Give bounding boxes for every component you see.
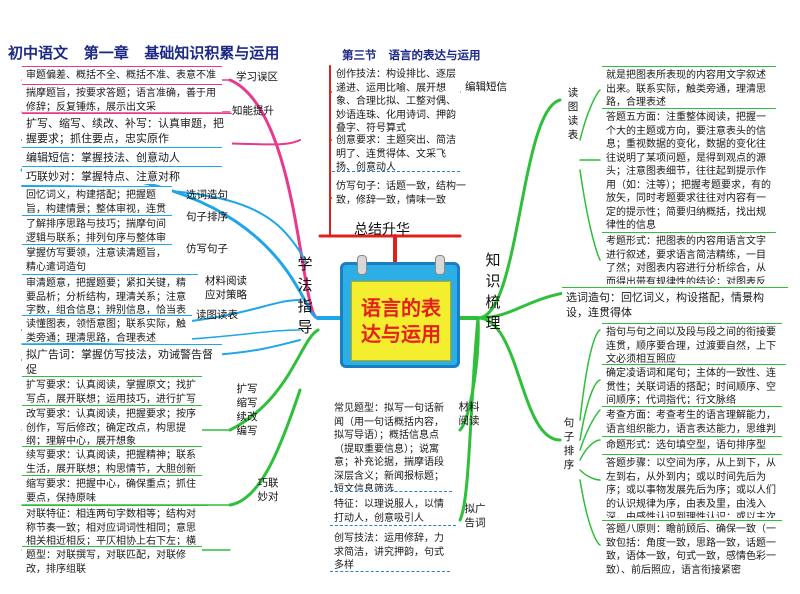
chart-text: 读懂图表，领悟意图；联系实际，触类旁通；理清思路，合理表述: [22, 315, 192, 343]
header: 初中语文 第一章 基础知识积累与运用: [8, 42, 279, 63]
news-technique: 创作技法：构设排比、逐层递进、运用比喻、展开想象、合理比拟、工整对偶、妙语连珠、…: [332, 66, 460, 138]
material-label: 材料阅读应对策略: [205, 275, 247, 301]
imitate-summary: 仿写句子：话题一致，结构一致，修辞一致，情味一致: [332, 178, 472, 214]
expand-req: 扩写要求：认真阅读，掌握原文；找扩写点，展开联想；运用技巧，进行扩写: [22, 376, 202, 404]
shrink-req: 缩写要求：把握中心，确保重点；抓住要点，保持原味: [22, 475, 202, 503]
center-node: 语言的表达与运用: [340, 255, 460, 368]
order-steps: 答题步骤：以空间为序，从上到下，从左到右，从外到内；或以时间先后为序；或以事物发…: [602, 454, 782, 518]
ability-label: 知能提升: [232, 105, 274, 117]
section-number: 第三节: [342, 48, 377, 62]
calendar-ring-icon: [435, 255, 445, 275]
ingenious-tip: 巧联妙对：掌握特点、注意对称: [22, 166, 222, 184]
order-principle: 答题八原则：瞻前顾后、确保一致（一致包括：角度一致，思路一致，话题一致，语体一致…: [602, 520, 782, 576]
imitate-text: 掌握仿写要领，注意读清题旨，精心遣词造句: [22, 244, 172, 272]
write-label: 扩写缩写续改编写: [236, 383, 258, 437]
news-tip: 编辑短信：掌握技法、创意动人: [22, 147, 222, 165]
section-header: 第三节 语言的表达与运用: [342, 47, 481, 63]
choose-right: 选词造句：回忆词义，构设搭配，情景构设，连贯得体: [562, 287, 788, 321]
chart-def: 就是把图表所表现的内容用文字叙述出来。联系实际，触类旁通，理清思路，合理表述: [602, 66, 776, 106]
header-chapter-title: 基础知识积累与运用: [144, 44, 280, 62]
ad-feature: 特征：以理说服人，以情打动人，创意吸引人: [330, 496, 456, 526]
mistakes-label: 学习误区: [236, 71, 278, 83]
branch-summary: 总结升华: [354, 222, 410, 238]
imitate-label: 仿写句子: [186, 243, 228, 255]
center-title-panel: 语言的表达与运用: [351, 281, 451, 361]
news-keys: 创意要求：主题突出、简洁明了、连贯得体、文采飞扬、创意动人: [332, 132, 460, 172]
order-label: 句子排序: [186, 211, 228, 223]
branch-knowledge: 知识梳理: [485, 251, 501, 332]
branch-method: 学法指导: [297, 255, 313, 336]
couplet-feature: 对联特征：相连两句字数相等；结构对称节奏一致；相对应词词性相同；意思相关相近相反…: [22, 505, 208, 545]
order-rule: 确定凌语词和尾句；主体的一致性、连贯性；关联词语的搭配；时间顺序、空间顺序；代词…: [602, 364, 786, 404]
calendar-ring-icon: [357, 255, 367, 275]
mistakes-text: 审题偏差、概括不全、概括不准、表意不准: [22, 66, 222, 82]
material-text: 审清题意，把握题要；紧扣关键，精要品析；分析结构，理清关系；注意字数，组合信息；…: [22, 274, 198, 314]
chart-form: 考题形式：把图表的内容用语言文字进行叙述，要求语言简洁精练，一目了然；对图表内容…: [602, 232, 776, 284]
chart-label: 读图读表: [196, 309, 238, 321]
ad-tip: 拟广告词：掌握仿写技法，劝诫警告督促: [22, 344, 222, 374]
expand-tip: 扩写、缩写、续改、补写：认真审题，把握要求；抓住要点，忠实原作: [22, 113, 232, 145]
order-exam: 考查方面：考查考生的语言理解能力，语言组织能力，语言表达能力，思维判断能力: [602, 406, 782, 434]
choose-text: 回忆词义，构建搭配；把握题旨，构建情景；整体审视，连贯得体: [22, 186, 172, 214]
choose-label: 选词造句: [186, 189, 228, 201]
ability-text: 揣摩题旨，按要求答题；语言准确，善于用修辞；反复锤炼，展示出文采: [22, 84, 222, 112]
order-label-right: 句子排序: [563, 417, 575, 471]
rewrite-req: 改写要求：认真阅读，把握要求；按序创作，写后修改；确定改点，构思提纲；理解中心，…: [22, 405, 202, 445]
ad-tech: 创写技法：运用修辞，力求简洁，讲究押韵，句式多样: [330, 530, 450, 572]
header-chapter: 第一章: [83, 44, 129, 62]
couplet-label: 巧联妙对: [257, 477, 279, 503]
news-label: 编辑短信: [465, 81, 507, 93]
chart-method: 答题五方面：注重整体阅读，把握一个大的主题或方向，要注意表头的信息；重视数据的变…: [602, 108, 776, 230]
order-text: 了解排序思路与技巧；揣摩句间逻辑与联系；排列句序与整体审读: [22, 215, 172, 243]
center-title: 语言的表达与运用: [361, 296, 441, 346]
section-title: 语言的表达与运用: [388, 48, 481, 62]
order-def: 指句与句之间以及段与段之间的衔接要连贯，顺序要合理，过渡要自然，上下文必须相互照…: [602, 323, 782, 363]
order-form: 命题形式：选句填空型，语句排序型: [602, 436, 782, 452]
continue-req: 续写要求：认真阅读，把握精神；联系生活，展开联想；构思情节，大胆创新: [22, 446, 202, 474]
couplet-type: 题型：对联撰写，对联匹配，对联修改，排序组联: [22, 546, 202, 574]
ad-label-right: 拟广告词: [464, 503, 486, 529]
header-book: 初中语文: [8, 44, 69, 62]
material-right: 常见题型：拟写一句话新闻（用一句话概括内容，拟写导语）；概括信息点（提取重要信息…: [330, 400, 452, 492]
material-label-right: 材料阅读: [458, 401, 480, 427]
chart-label-right: 读图读表: [567, 87, 579, 141]
